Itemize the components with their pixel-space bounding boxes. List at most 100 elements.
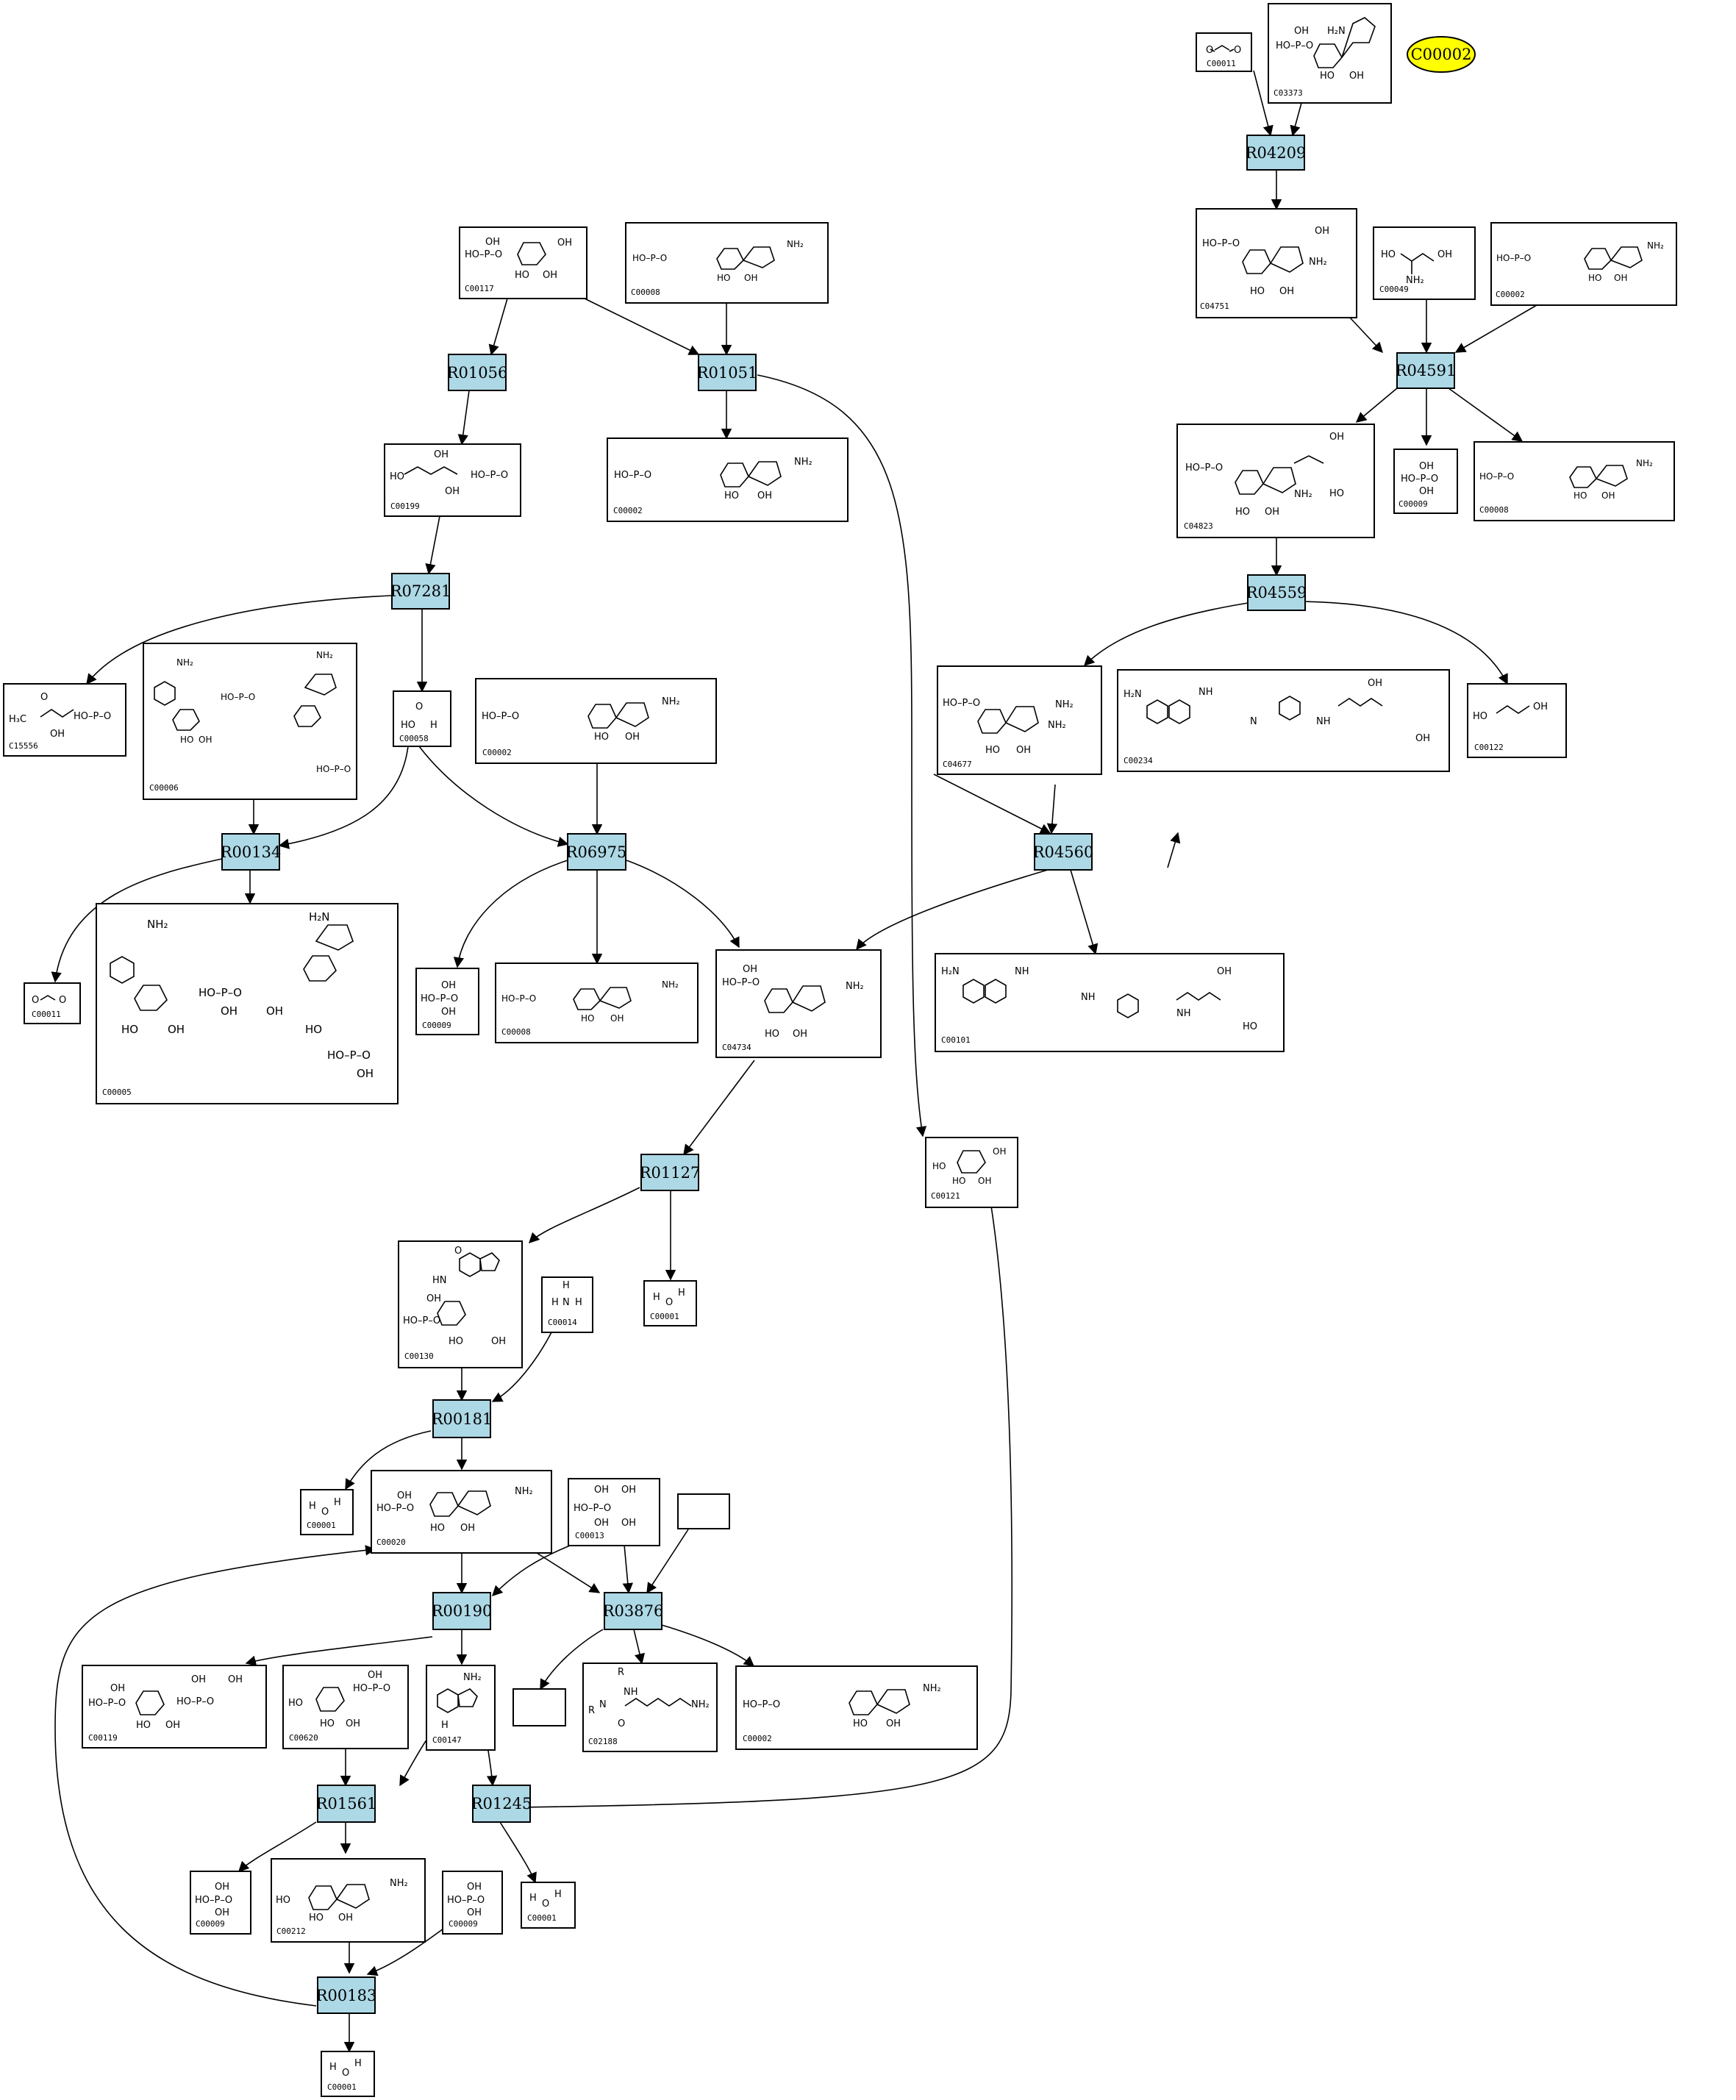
atom-label: OH xyxy=(621,1518,636,1529)
atom-label: NH₂ xyxy=(794,457,812,468)
compound-node-C00199[interactable]: HO OH OH HO–P–O C00199 xyxy=(384,443,521,517)
compound-node-C00009[interactable]: HO–P–O OH OH C00009 xyxy=(190,1871,251,1935)
atom-label: HO–P–O xyxy=(421,993,458,1004)
compound-node-C00147[interactable]: NH₂ H C00147 xyxy=(426,1665,496,1751)
compound-node-C00002[interactable]: HO–P–O NH₂ HO OH C00002 xyxy=(735,1665,978,1750)
atom-label: HO xyxy=(581,1013,594,1024)
atom-label: H xyxy=(329,2062,337,2073)
compound-node-C00001[interactable]: H O H C00001 xyxy=(321,2051,375,2097)
atom-label: OH xyxy=(467,1882,482,1893)
compound-node-C00013[interactable]: HO–P–O OH OH OH OH C00013 xyxy=(568,1478,660,1546)
compound-node-C04751[interactable]: HO–P–O OH NH₂ HO OH C04751 xyxy=(1196,208,1357,318)
edge xyxy=(499,1821,537,1884)
compound-label: C00119 xyxy=(88,1733,118,1743)
reaction-node-R01245[interactable]: R01245 xyxy=(471,1785,532,1823)
atom-label: HO xyxy=(1235,507,1250,518)
reaction-label: R07281 xyxy=(390,582,451,600)
edge xyxy=(1253,70,1274,137)
atom-label: OH xyxy=(1217,966,1232,977)
atom-label: HN xyxy=(432,1275,447,1286)
compound-node-C00001[interactable]: H O H C00001 xyxy=(643,1280,697,1326)
compound-node-C00006[interactable]: NH₂ HO–P–O NH₂ HO OH HO–P–O C00006 xyxy=(143,643,357,800)
compound-node-C00101[interactable]: H₂N NH NH NH OH HO C00101 xyxy=(935,953,1285,1052)
reaction-node-R04591[interactable]: R04591 xyxy=(1396,352,1457,389)
empty-compound-node[interactable] xyxy=(512,1688,566,1726)
compound-node-C00005[interactable]: NH₂ H₂N HO–P–O OH OH HO OH HO HO–P–O OH … xyxy=(96,903,399,1104)
reaction-node-R06975[interactable]: R06975 xyxy=(566,833,627,871)
compound-node-C03373[interactable]: HO–P–O OH H₂N HO OH C03373 xyxy=(1268,3,1392,104)
reaction-node-R01051[interactable]: R01051 xyxy=(697,354,758,391)
highlighted-compound-C00002[interactable]: C00002 xyxy=(1407,36,1476,73)
atom-label: HO–P–O xyxy=(574,1503,611,1514)
atom-label: HO–P–O xyxy=(482,711,519,722)
compound-node-C04677[interactable]: HO–P–O NH₂ NH₂ HO OH C04677 xyxy=(937,665,1102,775)
atom-label: HO–P–O xyxy=(943,698,980,709)
compound-node-C02188[interactable]: R R NH N NH₂ O C02188 xyxy=(582,1663,718,1752)
compound-node-C00014[interactable]: H H N H C00014 xyxy=(541,1276,593,1333)
compound-node-C00008[interactable]: HO–P–O NH₂ HO OH C00008 xyxy=(495,963,699,1043)
edge xyxy=(278,746,409,849)
reaction-node-R00183[interactable]: R00183 xyxy=(316,1976,377,2014)
compound-node-C00122[interactable]: HO OH C00122 xyxy=(1467,683,1567,758)
compound-node-C04823[interactable]: HO–P–O OH NH₂ HO HO OH C04823 xyxy=(1176,424,1375,538)
compound-node-C00008[interactable]: HO–P–O NH₂ HO OH C00008 xyxy=(1474,441,1675,521)
compound-node-C00049[interactable]: HO OH NH₂ C00049 xyxy=(1373,226,1476,300)
edge xyxy=(536,1552,601,1593)
compound-node-C00011[interactable]: O O C00011 xyxy=(24,982,81,1024)
compound-node-C00234[interactable]: H₂N NH N NH OH OH C00234 xyxy=(1117,669,1450,772)
empty-compound-node[interactable] xyxy=(677,1493,730,1529)
atom-label: NH₂ xyxy=(463,1672,482,1683)
compound-node-C00001[interactable]: H O H C00001 xyxy=(521,1882,576,1929)
compound-label: C00212 xyxy=(276,1926,306,1936)
reaction-node-R00134[interactable]: R00134 xyxy=(221,833,282,871)
compound-node-C00002[interactable]: HO–P–O NH₂ HO OH C00002 xyxy=(475,678,717,764)
atom-label: HO xyxy=(401,720,415,731)
reaction-node-R04560[interactable]: R04560 xyxy=(1033,833,1094,871)
atom-label: NH₂ xyxy=(787,239,804,249)
compound-node-C00011[interactable]: O O C00011 xyxy=(1196,32,1252,72)
edge xyxy=(661,1624,755,1667)
compound-node-C00001[interactable]: H O H C00001 xyxy=(300,1489,354,1535)
edge xyxy=(1046,784,1058,835)
compound-node-C00002[interactable]: HO–P–O NH₂ HO OH C00002 xyxy=(607,438,849,522)
atom-label: OH xyxy=(199,735,212,745)
atom-label: NH₂ xyxy=(662,696,680,707)
compound-node-C00002[interactable]: HO–P–O NH₂ HO OH C00002 xyxy=(1490,222,1677,306)
edge xyxy=(54,1545,376,2007)
reaction-node-R07281[interactable]: R07281 xyxy=(390,573,451,610)
compound-node-C00117[interactable]: HO–P–O OH OH HO OH C00117 xyxy=(459,226,587,299)
atom-label: OH xyxy=(491,1336,506,1347)
reaction-node-R03876[interactable]: R03876 xyxy=(603,1592,664,1630)
compound-node-C00130[interactable]: O HN HO–P–O OH HO OH C00130 xyxy=(398,1240,523,1368)
compound-node-C00020[interactable]: HO–P–O OH NH₂ HO OH C00020 xyxy=(371,1470,552,1554)
compound-node-C00119[interactable]: HO–P–O OH HO–P–O OH OH HO OH C00119 xyxy=(82,1665,267,1749)
compound-label: C00122 xyxy=(1474,743,1504,752)
reaction-node-R00190[interactable]: R00190 xyxy=(432,1592,493,1630)
compound-node-C00212[interactable]: HO NH₂ HO OH C00212 xyxy=(271,1858,426,1943)
atom-label: HO–P–O xyxy=(614,470,651,481)
reaction-node-R04559[interactable]: R04559 xyxy=(1246,574,1307,611)
compound-node-C00058[interactable]: O HO H C00058 xyxy=(393,690,451,747)
compound-node-C15556[interactable]: H₃C O OH HO–P–O C15556 xyxy=(3,683,126,757)
atom-label: OH xyxy=(1315,226,1329,237)
atom-label: HO xyxy=(320,1718,335,1729)
atom-label: HO xyxy=(180,735,193,745)
compound-node-C04734[interactable]: HO–P–O OH NH₂ HO OH C04734 xyxy=(715,949,882,1058)
atom-label: R xyxy=(618,1667,624,1678)
compound-node-C00009[interactable]: HO–P–O OH OH C00009 xyxy=(415,968,479,1035)
compound-label: C00013 xyxy=(575,1531,604,1540)
compound-node-C00620[interactable]: HO HO–P–O OH HO OH C00620 xyxy=(282,1665,409,1749)
reaction-node-R00181[interactable]: R00181 xyxy=(432,1399,493,1438)
compound-node-C00008[interactable]: HO–P–O NH₂ HO OH C00008 xyxy=(625,222,829,304)
edge xyxy=(1083,601,1258,667)
atom-label: OH xyxy=(1368,678,1382,689)
reaction-node-R04209[interactable]: R04209 xyxy=(1246,135,1307,171)
compound-node-C00121[interactable]: HO OH HO OH C00121 xyxy=(925,1137,1018,1208)
reaction-node-R01127[interactable]: R01127 xyxy=(640,1154,701,1191)
compound-node-C00009[interactable]: HO–P–O OH OH C00009 xyxy=(442,1871,503,1935)
compound-node-C00009[interactable]: HO–P–O OH OH C00009 xyxy=(1393,449,1458,514)
atom-label: OH xyxy=(1419,461,1434,472)
reaction-node-R01056[interactable]: R01056 xyxy=(447,354,508,391)
edge xyxy=(1355,388,1398,423)
reaction-node-R01561[interactable]: R01561 xyxy=(316,1785,377,1823)
